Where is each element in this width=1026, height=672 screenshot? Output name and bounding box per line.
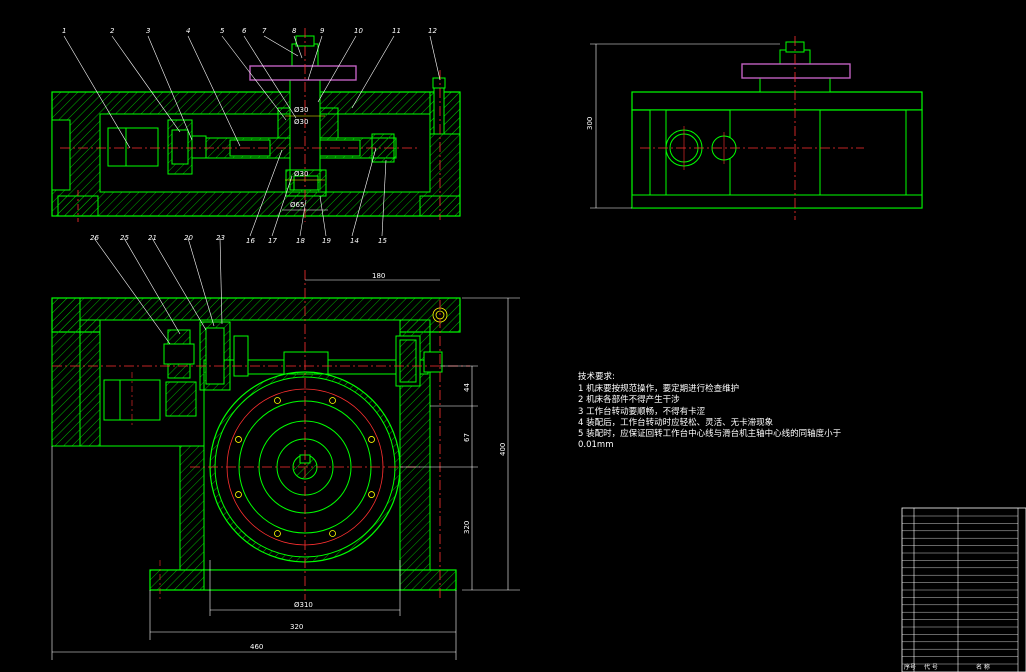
balloon-label: 12 — [428, 27, 437, 35]
tb-header-no: 序号 — [904, 663, 916, 671]
balloon-label: 2 — [110, 27, 115, 35]
technical-requirements: 技术要求: 1 机床要按规范操作，要定期进行检查维护 2 机床各部件不得产生干涉… — [578, 372, 841, 451]
tb-header-code: 代 号 — [924, 663, 938, 671]
bolt-hole — [329, 397, 336, 404]
dim-460: 460 — [250, 643, 263, 651]
balloon-label: 3 — [146, 27, 150, 35]
balloon-label: 23 — [216, 234, 225, 242]
note-item: 4 装配后，工作台转动时应轻松、灵活、无卡滞现象 — [578, 417, 774, 428]
bolt-hole — [235, 436, 242, 443]
balloon-label: 16 — [246, 237, 255, 245]
bolt-hole — [274, 397, 281, 404]
balloon-label: 9 — [320, 27, 325, 35]
balloon-label: 17 — [268, 237, 277, 245]
note-item: 2 机床各部件不得产生干涉 — [578, 395, 680, 406]
balloon-label: 26 — [90, 234, 99, 242]
front-section-view: Ø30 Ø30 Ø30 Ø65 — [51, 28, 461, 222]
balloon-label: 10 — [354, 27, 363, 35]
leader-lines-top — [63, 35, 441, 237]
dim-400: 400 — [499, 443, 507, 456]
balloon-label: 7 — [262, 27, 267, 35]
balloon-label: 8 — [292, 27, 297, 35]
dim-320-h: 320 — [290, 623, 303, 631]
bolt-hole — [368, 436, 375, 443]
balloon-label: 25 — [120, 234, 129, 242]
bolt-holes — [235, 397, 375, 537]
tb-header-name: 名 称 — [976, 663, 990, 671]
side-view: 300 — [586, 36, 923, 220]
balloon-label: 20 — [184, 234, 193, 242]
note-item: 1 机床要按规范操作，要定期进行检查维护 — [578, 384, 740, 395]
bolt-hole — [235, 491, 242, 498]
dim-diameter: Ø310 — [294, 601, 313, 609]
bolt-hole — [274, 530, 281, 537]
balloon-label: 14 — [350, 237, 359, 245]
balloon-label: 21 — [148, 234, 157, 242]
bolt-hole — [368, 491, 375, 498]
dim-d3: Ø30 — [294, 170, 308, 178]
bolt-hole — [329, 530, 336, 537]
balloon-label: 15 — [378, 237, 387, 245]
dim-300: 300 — [586, 117, 594, 130]
dim-67: 67 — [463, 433, 471, 442]
note-item: 5 装配时，应保证回转工作台中心线与滑台机主轴中心线的同轴度小于 — [578, 429, 842, 440]
balloon-label: 1 — [62, 27, 66, 35]
note-item: 3 工作台转动要顺畅，不得有卡涩 — [578, 406, 706, 417]
dim-d2: Ø30 — [294, 118, 308, 126]
dim-180: 180 — [372, 272, 385, 280]
dim-d1: Ø30 — [294, 106, 308, 114]
dim-d4: Ø65 — [290, 201, 304, 209]
balloon-label: 5 — [220, 27, 225, 35]
notes-title: 技术要求: — [578, 372, 615, 382]
dim-44: 44 — [463, 383, 471, 392]
balloon-label: 11 — [392, 27, 401, 35]
note-extra: 0.01mm — [578, 440, 614, 451]
balloon-label: 19 — [322, 237, 331, 245]
dim-320-v: 320 — [463, 521, 471, 534]
title-block: 序号 代 号 名 称 — [901, 507, 1026, 672]
balloon-label: 18 — [296, 237, 305, 245]
plan-section-view: 180 400 44 67 320 Ø310 320 460 — [51, 237, 520, 660]
balloon-label: 4 — [186, 27, 190, 35]
balloon-label: 6 — [242, 27, 247, 35]
